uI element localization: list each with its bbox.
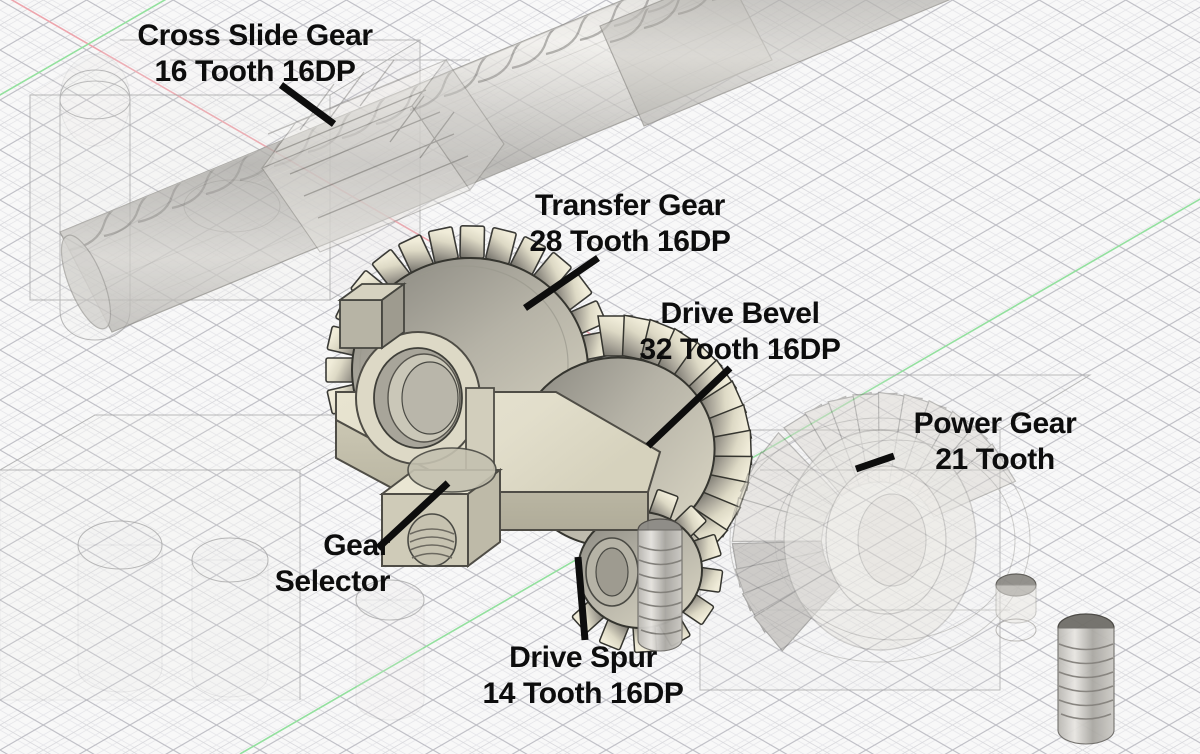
leader-transfer-gear bbox=[523, 255, 600, 311]
callout-transfer-gear-line1: Transfer Gear bbox=[535, 189, 725, 222]
set-screw-large bbox=[1057, 613, 1115, 745]
leader-power-gear bbox=[854, 452, 896, 473]
callout-drive-bevel-line1: Drive Bevel bbox=[660, 297, 820, 330]
callout-transfer-gear-line2: 28 Tooth 16DP bbox=[529, 225, 731, 258]
callout-power-gear-line1: Power Gear bbox=[913, 407, 1077, 440]
leader-cross-slide-gear bbox=[278, 82, 337, 127]
callout-cross-slide-gear: Cross Slide Gear 16 Tooth 16DP bbox=[130, 18, 380, 90]
callout-power-gear-line2: 21 Tooth bbox=[935, 443, 1055, 476]
callout-power-gear: Power Gear 21 Tooth bbox=[895, 406, 1095, 478]
callout-drive-bevel: Drive Bevel 32 Tooth 16DP bbox=[615, 296, 865, 368]
power-gear-body bbox=[729, 391, 1031, 663]
selector-pivot-hub bbox=[407, 447, 497, 493]
callout-gear-selector-line2: Selector bbox=[274, 565, 391, 598]
callout-cross-slide-gear-line2: 16 Tooth 16DP bbox=[154, 55, 356, 88]
callout-drive-spur-line1: Drive Spur bbox=[509, 641, 657, 674]
callout-transfer-gear: Transfer Gear 28 Tooth 16DP bbox=[505, 188, 755, 260]
callout-drive-bevel-line2: 32 Tooth 16DP bbox=[639, 333, 841, 366]
leader-drive-spur bbox=[574, 556, 589, 641]
callout-gear-selector-line1: Gear bbox=[323, 529, 390, 562]
leader-drive-bevel bbox=[645, 365, 733, 449]
set-screw-small bbox=[995, 573, 1037, 642]
set-screw-center bbox=[637, 518, 683, 652]
cross-slide-gear-body bbox=[260, 58, 505, 253]
callout-drive-spur-line2: 14 Tooth 16DP bbox=[482, 677, 684, 710]
callout-cross-slide-gear-line1: Cross Slide Gear bbox=[137, 19, 373, 52]
leader-gear-selector bbox=[375, 480, 451, 551]
leadscrew-shaft-upper bbox=[599, 0, 951, 127]
callout-gear-selector: Gear Selector bbox=[200, 528, 391, 600]
callout-drive-spur: Drive Spur 14 Tooth 16DP bbox=[468, 640, 698, 712]
